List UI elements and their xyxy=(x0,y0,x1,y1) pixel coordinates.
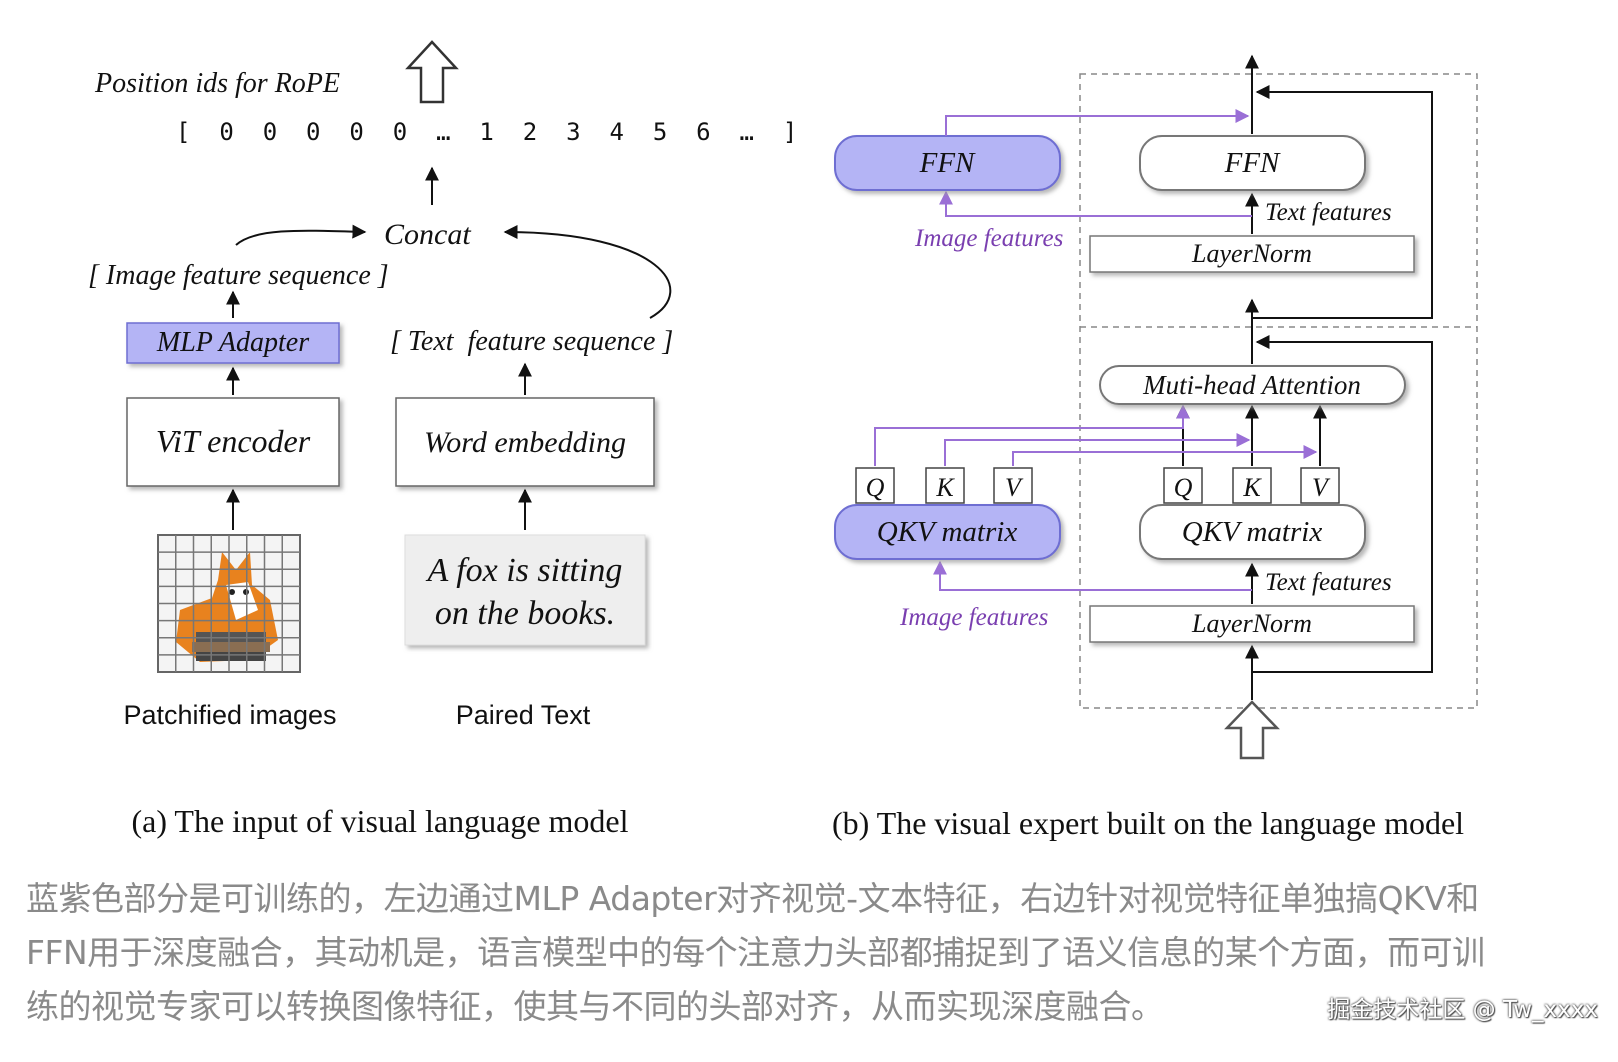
description-line-2: FFN用于深度融合，其动机是，语言模型中的每个注意力头部都捕捉到了语义信息的某个… xyxy=(26,933,1485,972)
patchified-label: Patchified images xyxy=(123,700,336,730)
arrow-image-to-concat xyxy=(235,224,367,246)
caption-b: (b) The visual expert built on the langu… xyxy=(832,805,1464,841)
description-line-1: 蓝紫色部分是可训练的，左边通过MLP Adapter对齐视觉-文本特征，右边针对… xyxy=(26,879,1479,918)
patch-grid xyxy=(158,535,300,672)
panel-b: LayerNorm Text features Image features Q… xyxy=(832,54,1478,841)
word-embedding-box xyxy=(395,397,655,487)
qkv-image-box xyxy=(834,504,1061,560)
caption-a: (a) The input of visual language model xyxy=(131,803,628,839)
q-right-box xyxy=(1163,467,1203,504)
attention-label: Muti-head Attention xyxy=(1142,370,1361,400)
layernorm-top-box xyxy=(1089,235,1415,273)
arrow-text-to-concat xyxy=(503,225,672,319)
watermark: 掘金技术社区 @ Tw_xxxx xyxy=(1327,997,1598,1023)
patchified-image xyxy=(157,534,301,673)
vit-encoder-label: ViT encoder xyxy=(156,423,311,459)
vit-encoder-box xyxy=(126,397,340,487)
description-text: 蓝紫色部分是可训练的，左边通过MLP Adapter对齐视觉-文本特征，右边针对… xyxy=(26,872,1596,1034)
residual-bottom xyxy=(1252,335,1433,673)
qkv-image-label: QKV matrix xyxy=(877,516,1018,548)
layernorm-bottom-box xyxy=(1089,605,1415,643)
image-features-top: Image features xyxy=(914,225,1063,252)
mlp-adapter-label: MLP Adapter xyxy=(156,327,309,358)
description-line-3: 练的视觉专家可以转换图像特征，使其与不同的头部对齐，从而实现深度融合。 xyxy=(26,987,1164,1026)
diagram: Position ids for RoPE [ 0 0 0 0 0 … 1 2 … xyxy=(88,40,1478,841)
paired-text-line1: A fox is sitting xyxy=(426,552,623,589)
rope-ids: [ 0 0 0 0 0 … 1 2 3 4 5 6 … ] xyxy=(176,118,797,146)
attention-box xyxy=(1099,365,1406,405)
text-features-top: Text features xyxy=(1265,199,1392,226)
ffn-text-box xyxy=(1139,135,1366,191)
arrow-v-left xyxy=(1012,445,1318,466)
arrow-q-left xyxy=(874,404,1190,466)
image-features-bottom: Image features xyxy=(899,604,1048,631)
qkv-text-box xyxy=(1139,504,1366,560)
k-right-box xyxy=(1232,467,1272,504)
v-left-box xyxy=(993,467,1033,504)
image-features-top-arrow xyxy=(939,190,1252,217)
q-left-label: Q xyxy=(866,473,885,502)
output-hollow-arrow-icon xyxy=(405,40,459,104)
paired-text-box xyxy=(404,534,646,646)
v-left-label: V xyxy=(1005,473,1024,502)
k-right-label: K xyxy=(1242,473,1262,502)
concat-label: Concat xyxy=(384,218,471,251)
v-right-label: V xyxy=(1312,473,1331,502)
q-left-box xyxy=(855,467,895,504)
paired-text-label: Paired Text xyxy=(456,700,591,730)
word-embedding-label: Word embedding xyxy=(424,426,626,459)
ffn-image-box xyxy=(834,135,1061,191)
layernorm-top-label: LayerNorm xyxy=(1191,239,1312,268)
paired-text-line2: on the books. xyxy=(435,595,615,632)
image-features-bottom-arrow xyxy=(933,560,1252,591)
rope-title: Position ids for RoPE xyxy=(94,68,340,99)
qkv-text-label: QKV matrix xyxy=(1182,516,1323,548)
layernorm-bottom-label: LayerNorm xyxy=(1191,609,1312,638)
k-left-label: K xyxy=(935,473,955,502)
k-left-box xyxy=(925,467,965,504)
text-features-bottom: Text features xyxy=(1265,569,1392,596)
v-right-box xyxy=(1300,467,1340,504)
arrow-k-left xyxy=(944,433,1251,466)
expert-block-border xyxy=(1079,73,1478,709)
mlp-adapter-box xyxy=(126,322,340,364)
text-sequence-label: [ Text feature sequence ] xyxy=(390,326,673,357)
ffn-image-label: FFN xyxy=(919,147,976,179)
input-hollow-arrow-icon xyxy=(1224,700,1280,760)
residual-top xyxy=(1252,85,1433,319)
ffn-text-label: FFN xyxy=(1224,147,1281,179)
ffn-image-out-arrow xyxy=(945,109,1250,136)
q-right-label: Q xyxy=(1174,473,1193,502)
image-sequence-label: [ Image feature sequence ] xyxy=(88,260,389,291)
panel-a: Position ids for RoPE [ 0 0 0 0 0 … 1 2 … xyxy=(88,40,797,839)
